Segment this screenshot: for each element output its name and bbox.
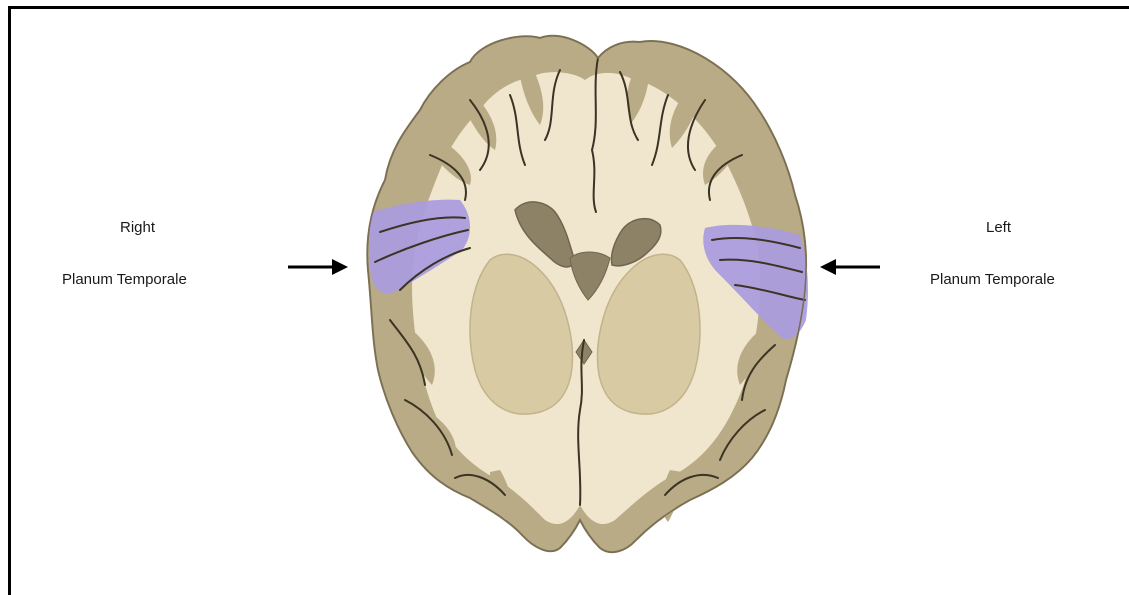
arrow-left-icon (820, 259, 880, 275)
arrow-right-icon (288, 259, 348, 275)
